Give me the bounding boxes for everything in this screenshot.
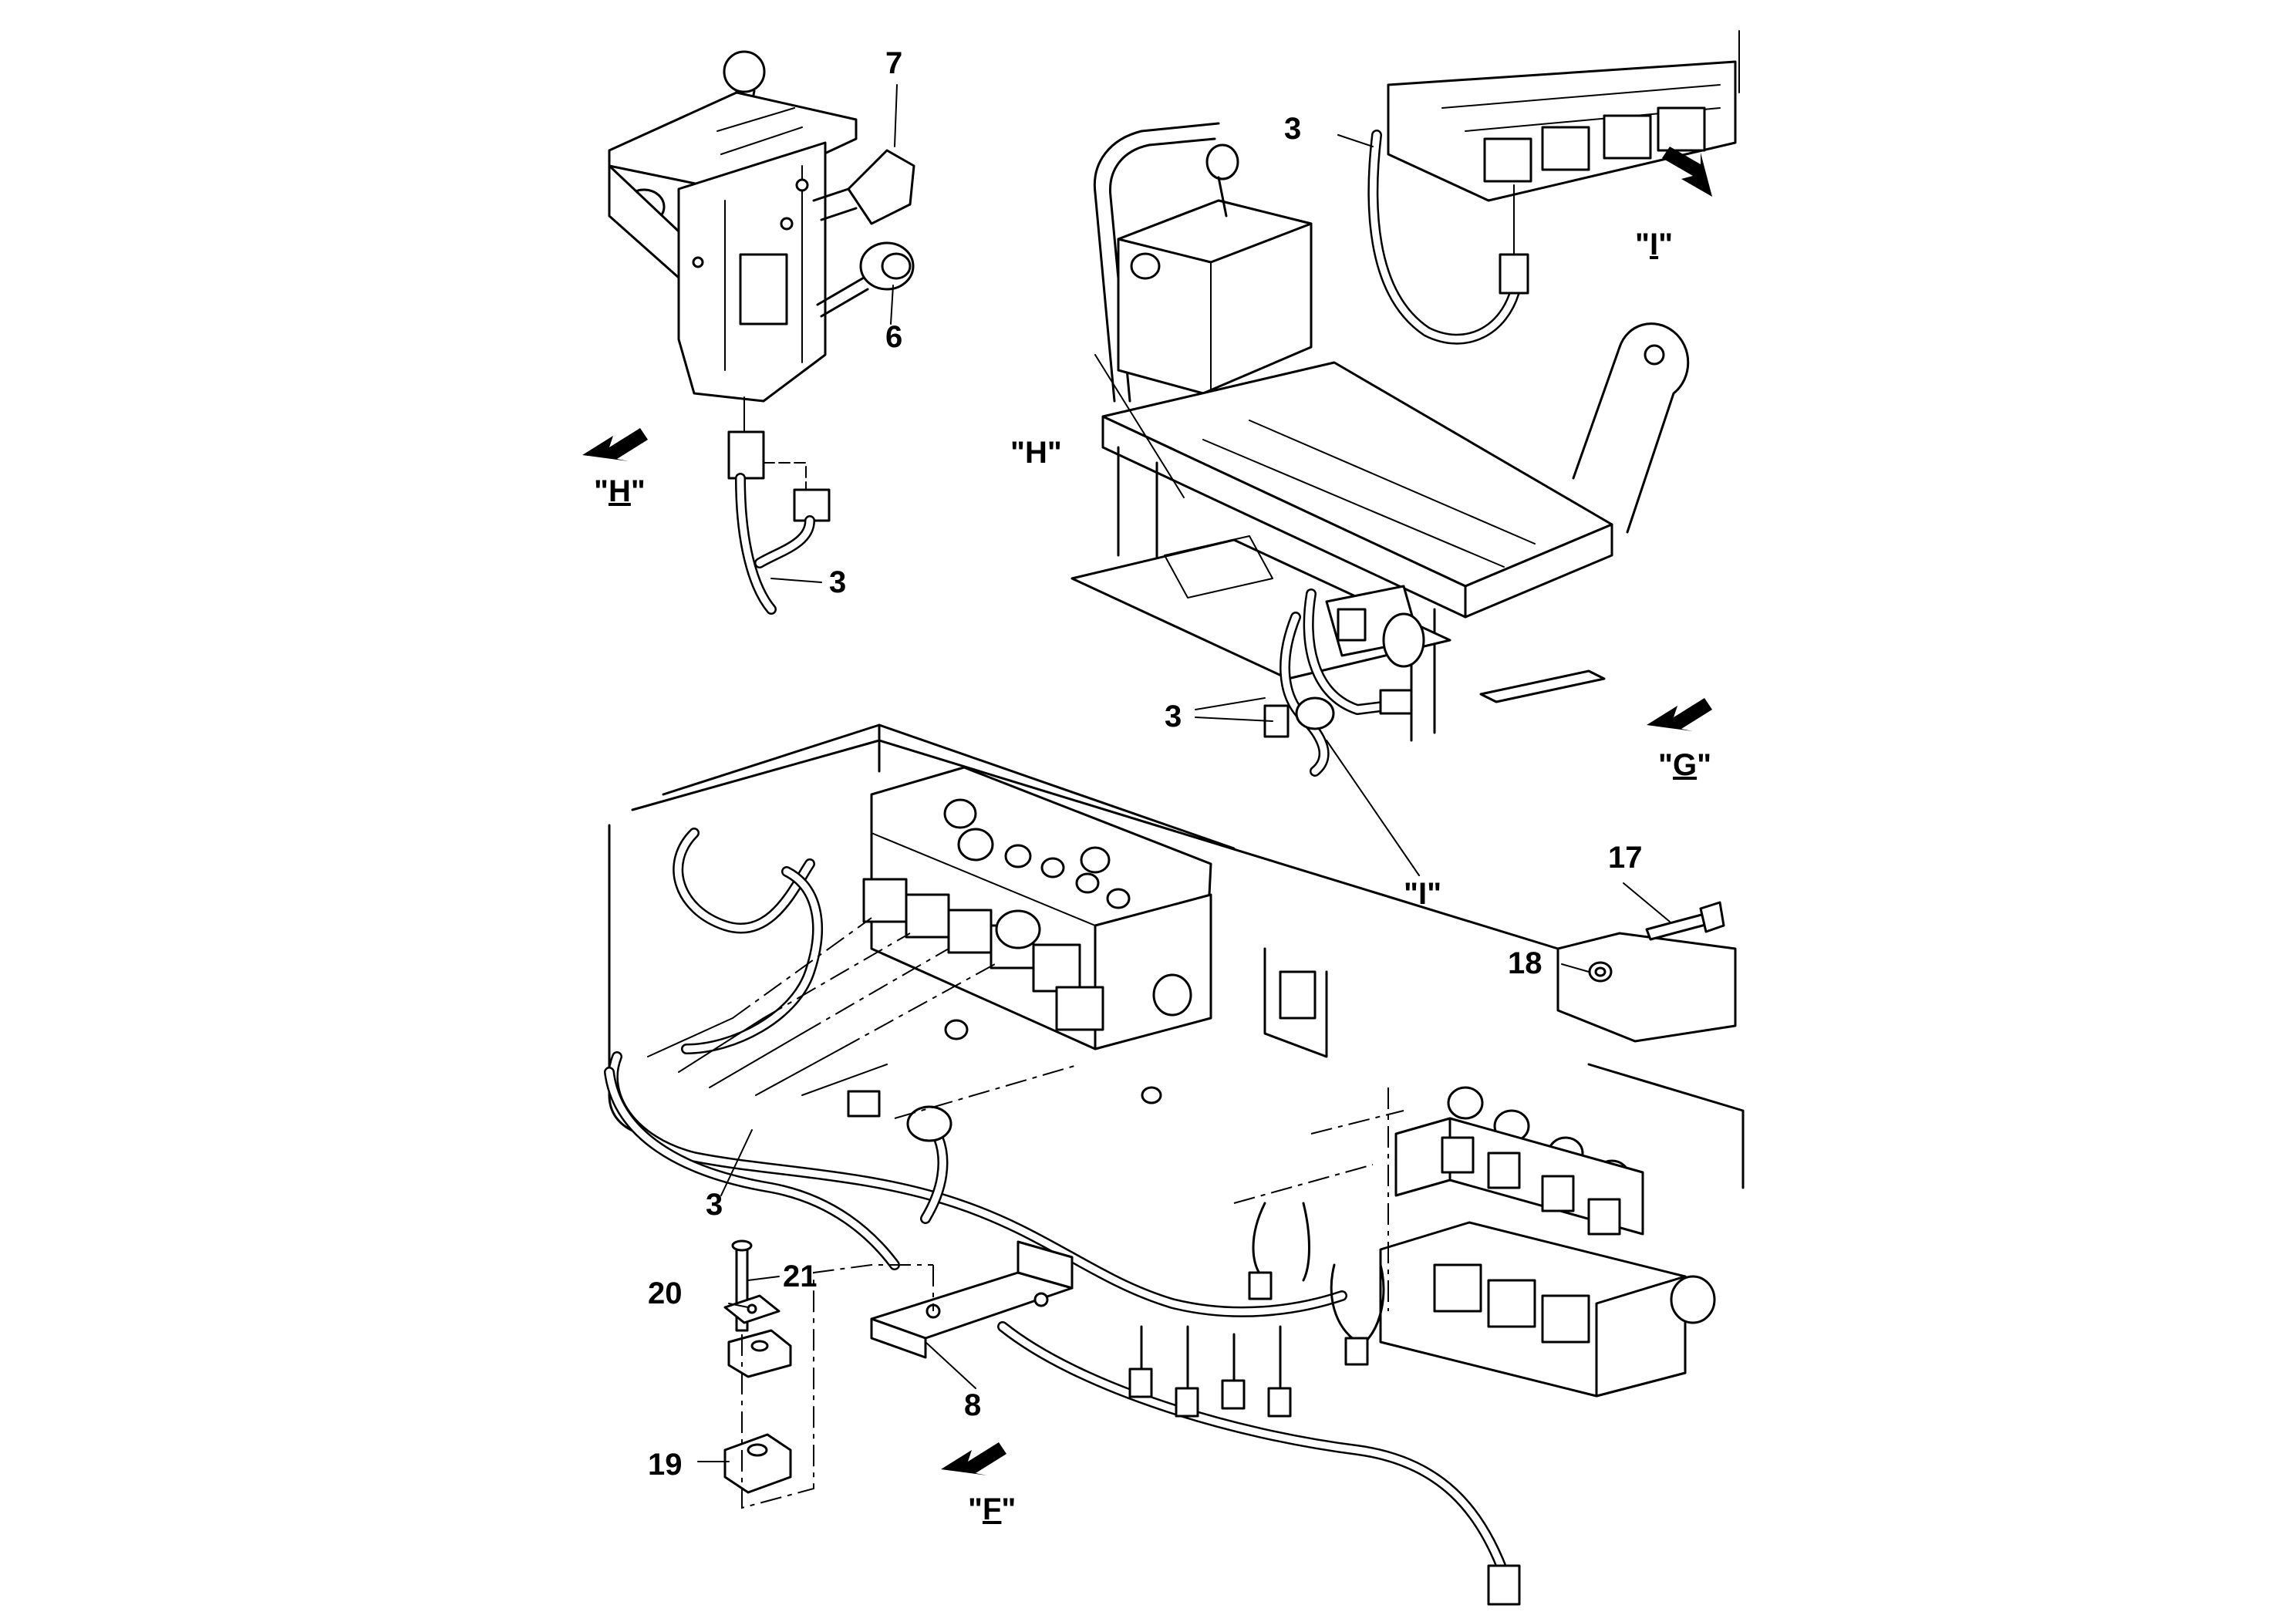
callout-3-inset: 3 — [1284, 112, 1301, 146]
view-label-g: "G" — [1658, 748, 1711, 782]
main-frame-valve-assembly — [608, 723, 1745, 1398]
callout-3-joystick: 3 — [829, 565, 846, 599]
view-label-i: "I" — [1635, 228, 1673, 261]
view-label-h: "H" — [594, 474, 646, 508]
callout-20: 20 — [648, 1276, 683, 1310]
callout-6: 6 — [885, 320, 902, 354]
clamp-half-upper — [727, 1329, 792, 1378]
connector-inset-assembly — [1367, 30, 1740, 345]
view-label-h-leader: "H" — [1010, 436, 1062, 470]
view-label-i-leader: "I" — [1404, 877, 1441, 911]
washer-18 — [1588, 961, 1613, 983]
clamp-half-lower-19 — [723, 1433, 792, 1494]
view-direction-arrow-icon — [1647, 698, 1712, 731]
clamp-assembly-axis — [741, 1264, 933, 1509]
view-direction-arrow-icon — [582, 428, 648, 461]
callout-18: 18 — [1508, 946, 1542, 980]
callout-3-harness: 3 — [706, 1188, 723, 1222]
callout-7: 7 — [885, 46, 902, 80]
harness-bracket — [870, 1240, 1074, 1359]
leader-lines — [697, 84, 1671, 1462]
screw-17 — [1645, 901, 1725, 941]
operator-console-assembly — [1070, 122, 1690, 777]
clamp-plate-20 — [723, 1294, 781, 1324]
joystick-control-assembly — [608, 50, 915, 615]
callout-3-console: 3 — [1165, 700, 1182, 733]
callout-8: 8 — [964, 1388, 981, 1422]
callout-21: 21 — [783, 1259, 818, 1293]
wiring-harness — [604, 828, 1521, 1606]
solenoid-valve-stack — [862, 878, 1192, 1104]
callout-17: 17 — [1608, 841, 1643, 875]
view-label-f: "F" — [968, 1492, 1016, 1526]
view-direction-arrow-icon — [941, 1442, 1006, 1475]
cartridge-valve-row — [1394, 1086, 1644, 1236]
callout-19: 19 — [648, 1448, 683, 1482]
view-direction-arrow-icon — [1662, 147, 1712, 197]
